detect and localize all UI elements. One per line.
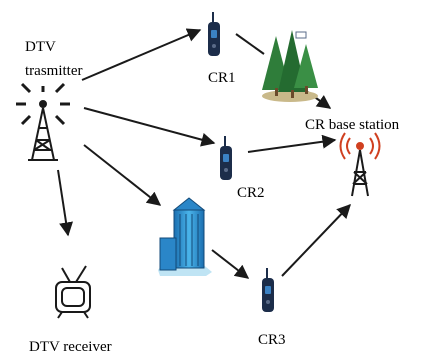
- arrow-tx-to-cr2: [83, 107, 216, 147]
- cr-base-station-label: CR base station: [305, 117, 400, 133]
- arrow-cr2-to-bs: [247, 134, 337, 153]
- arrow-building-to-cr3: [211, 249, 250, 279]
- dtv-transmitter-label-line1: DTV: [25, 39, 56, 55]
- cr3-label: CR3: [258, 332, 286, 348]
- arrow-tx-to-receiver: [57, 169, 74, 237]
- handheld-radio-icon: [208, 12, 220, 56]
- arrow-cr3-to-bs: [281, 203, 351, 277]
- skyscraper-icon: [158, 197, 212, 276]
- arrow-tx-to-building: [83, 144, 162, 206]
- dtv-transmitter-label-line2: trasmitter: [25, 63, 83, 79]
- cr1-label: CR1: [208, 70, 236, 86]
- forest-icon: [262, 30, 318, 102]
- broadcast-tower-icon: [16, 82, 70, 161]
- arrow-tx-to-cr1: [81, 28, 202, 81]
- arrow-cr1-to-trees: [235, 33, 265, 55]
- handheld-radio-icon: [220, 136, 232, 180]
- dtv-receiver-label: DTV receiver: [29, 339, 112, 355]
- cr2-label: CR2: [237, 185, 265, 201]
- cell-tower-icon: [339, 132, 381, 197]
- tv-antenna-icon: [55, 265, 91, 319]
- handheld-radio-icon: [262, 268, 274, 312]
